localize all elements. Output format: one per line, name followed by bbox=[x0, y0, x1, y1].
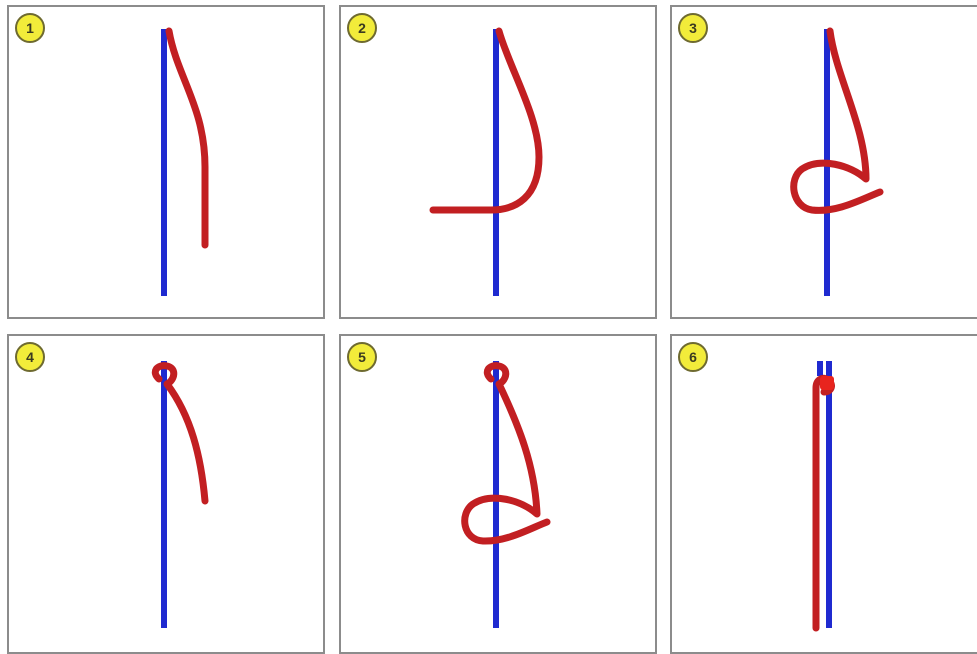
step-panel-3: 3 bbox=[670, 5, 977, 319]
knot-highlight bbox=[820, 376, 834, 390]
step-panel-5: 5 bbox=[339, 334, 657, 654]
red-rope bbox=[794, 31, 880, 210]
step-panel-2: 2 bbox=[339, 5, 657, 319]
knot-illustration-step-5 bbox=[341, 336, 657, 654]
knot-illustration-step-6 bbox=[672, 336, 977, 654]
step-panel-1: 1 bbox=[7, 5, 325, 319]
red-rope bbox=[433, 31, 539, 210]
knot-illustration-step-2 bbox=[341, 7, 657, 319]
knot-illustration-step-3 bbox=[672, 7, 977, 319]
red-rope bbox=[169, 31, 205, 245]
step-panel-6: 6 bbox=[670, 334, 977, 654]
knot-illustration-step-4 bbox=[9, 336, 325, 654]
step-panel-4: 4 bbox=[7, 334, 325, 654]
red-rope bbox=[465, 366, 547, 541]
knot-illustration-step-1 bbox=[9, 7, 325, 319]
